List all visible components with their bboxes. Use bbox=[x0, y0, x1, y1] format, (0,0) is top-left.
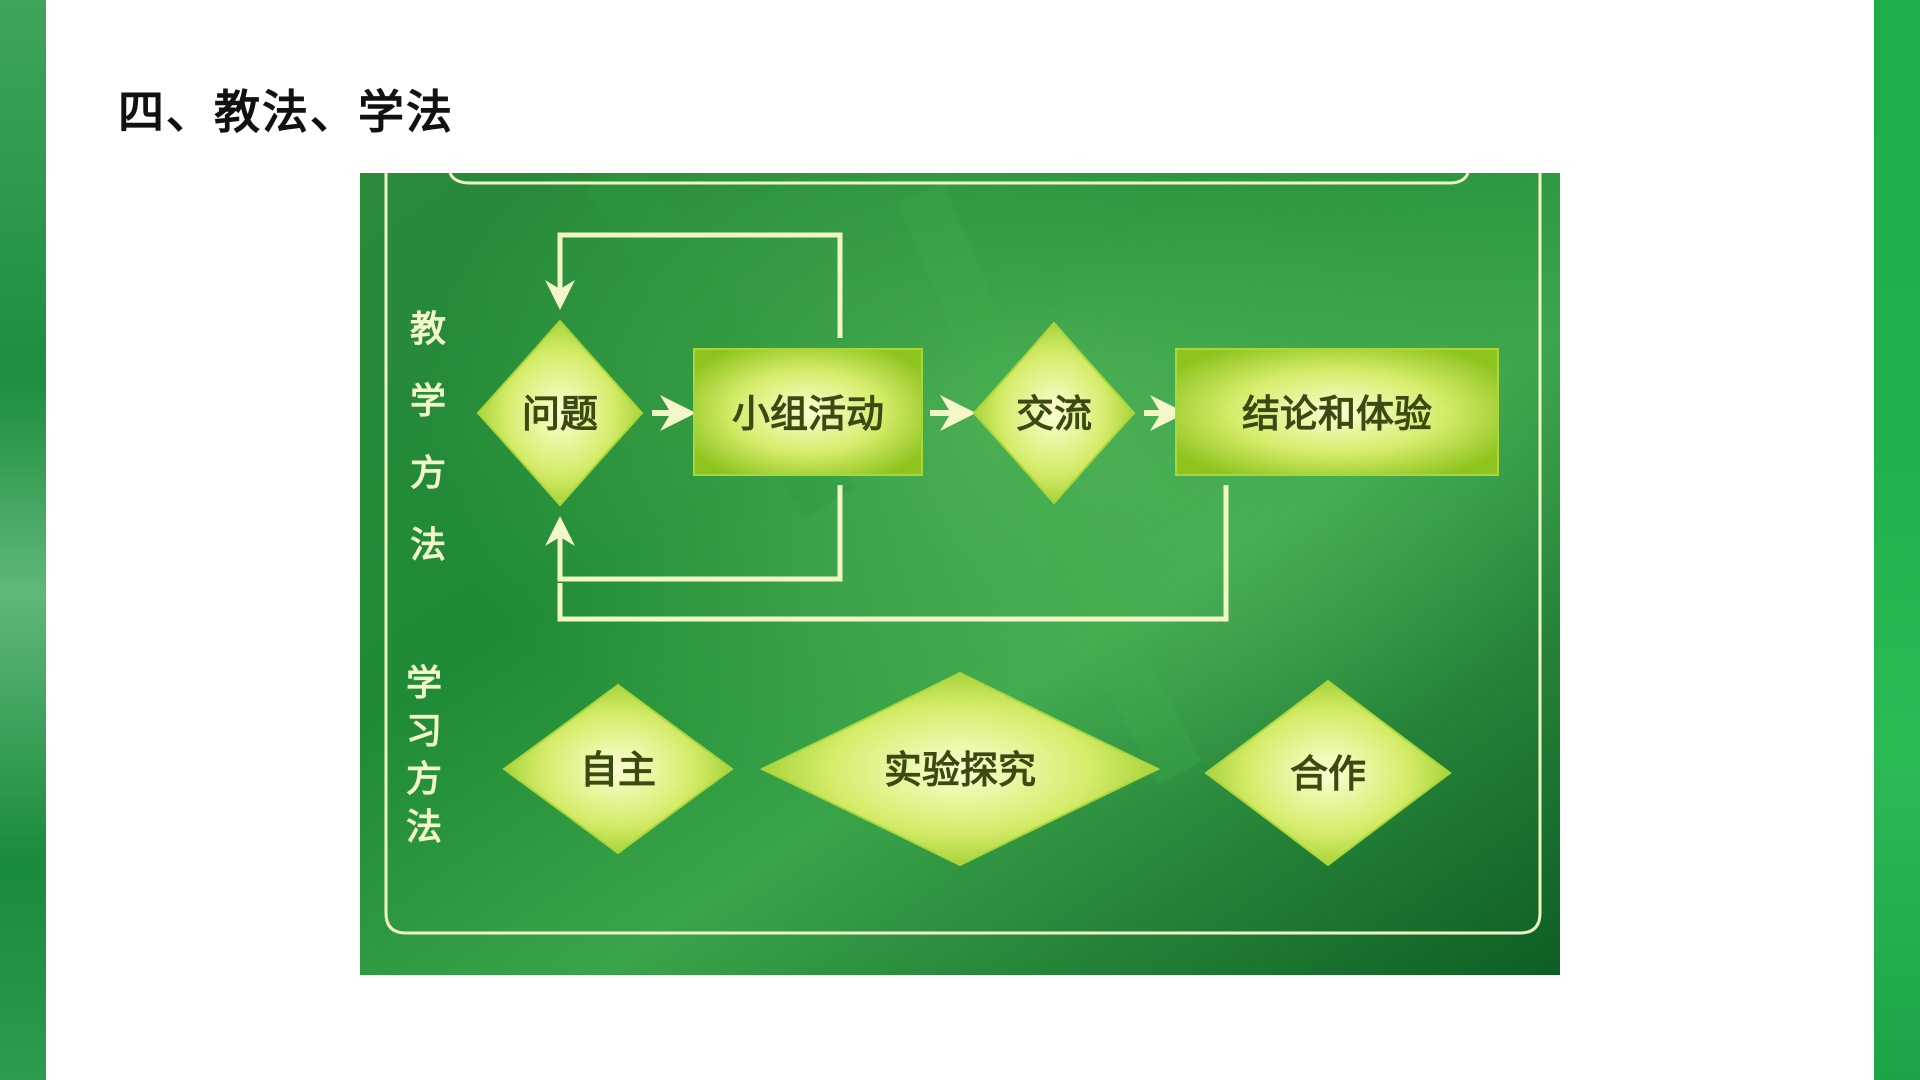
slide-title: 四、教法、学法 bbox=[118, 85, 454, 139]
feedback-line-bottom-1 bbox=[545, 485, 843, 582]
svg-text:教: 教 bbox=[410, 309, 446, 350]
svg-text:实验探究: 实验探究 bbox=[884, 748, 1036, 792]
right-decorative-strip bbox=[1874, 0, 1920, 1080]
svg-text:结论和体验: 结论和体验 bbox=[1242, 392, 1432, 436]
flow-node-question: 问题 bbox=[476, 319, 644, 507]
teaching-learning-diagram: 教 学 方 法 学 习 方 法 问题 bbox=[360, 173, 1560, 975]
svg-text:习: 习 bbox=[406, 711, 442, 752]
svg-text:法: 法 bbox=[410, 525, 446, 566]
svg-text:方: 方 bbox=[410, 453, 446, 494]
flow-node-conclusion: 结论和体验 bbox=[1175, 348, 1499, 476]
svg-text:学: 学 bbox=[406, 662, 442, 704]
flow-node-group-activity: 小组活动 bbox=[693, 348, 923, 476]
svg-text:小组活动: 小组活动 bbox=[732, 392, 884, 436]
svg-text:问题: 问题 bbox=[522, 392, 598, 436]
learning-node-autonomy: 自主 bbox=[502, 683, 734, 855]
feedback-line-bottom-2 bbox=[557, 485, 1229, 622]
left-decorative-strip bbox=[0, 0, 46, 1080]
flow-node-exchange: 交流 bbox=[972, 321, 1136, 505]
svg-text:法: 法 bbox=[406, 807, 442, 848]
svg-text:合作: 合作 bbox=[1290, 752, 1366, 796]
svg-text:学: 学 bbox=[410, 380, 446, 422]
learning-node-experiment: 实验探究 bbox=[759, 671, 1161, 867]
learning-node-cooperation: 合作 bbox=[1204, 679, 1452, 867]
svg-text:自主: 自主 bbox=[580, 748, 656, 792]
teaching-method-label: 教 学 方 法 bbox=[410, 309, 446, 566]
feedback-line-top bbox=[545, 232, 843, 338]
svg-text:交流: 交流 bbox=[1016, 392, 1092, 436]
learning-method-label: 学 习 方 法 bbox=[406, 662, 442, 848]
svg-text:方: 方 bbox=[406, 759, 442, 800]
outer-frame bbox=[384, 173, 1542, 935]
